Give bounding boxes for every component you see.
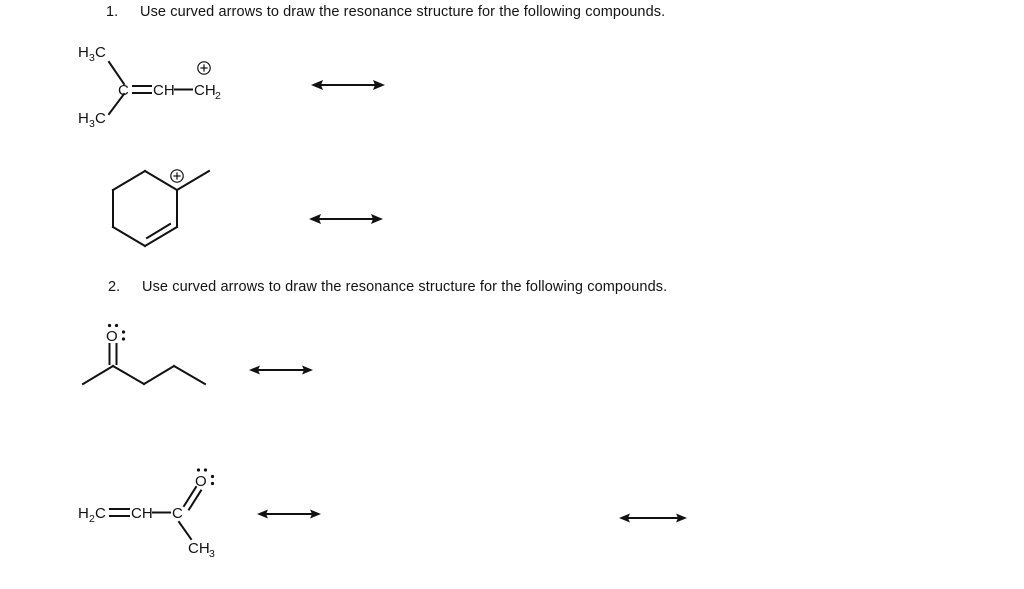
structure-methyl-vinyl-ketone: H 2 C CH C O CH 3 [72, 466, 237, 560]
bond-methyl-top [107, 60, 126, 86]
arrowhead-right-icon [302, 365, 313, 375]
label-h3c-top-c: C [95, 44, 106, 61]
resonance-arrow-4 [256, 505, 322, 523]
resonance-arrow-3 [248, 361, 314, 379]
label-h3c-bottom: H [78, 110, 89, 127]
structure-methylcyclohexenyl-cation [105, 158, 230, 253]
ring-bond-1 [111, 169, 147, 192]
bond-c2-c3 [111, 364, 146, 386]
question-1-text: Use curved arrows to draw the resonance … [140, 4, 666, 20]
label-h3c-bottom-sub: 3 [89, 118, 95, 130]
label-oxygen: O [195, 473, 207, 490]
resonance-arrow-5 [618, 509, 688, 527]
label-h2c-sub: 2 [89, 513, 95, 525]
structure-pentan-2-one: O [78, 322, 223, 397]
label-h3c-top: H [78, 44, 89, 61]
lone-pair-dot [203, 468, 208, 472]
arrowhead-left-icon [309, 214, 321, 224]
lone-pair-dot [121, 330, 126, 334]
lone-pair-dot [196, 468, 201, 472]
arrowhead-right-icon [371, 214, 383, 224]
question-2-number: 2. [108, 279, 121, 295]
question-2-text: Use curved arrows to draw the resonance … [142, 279, 668, 295]
arrowhead-left-icon [619, 513, 630, 523]
arrowhead-left-icon [311, 80, 323, 90]
label-terminal-ch2-sub: 2 [215, 90, 221, 102]
arrowhead-right-icon [676, 513, 687, 523]
ring-double-bond-inner [145, 222, 172, 240]
question-2: 2. Use curved arrows to draw the resonanc… [108, 278, 667, 296]
label-methyl-sub: 3 [209, 548, 215, 560]
arrowhead-right-icon [310, 509, 321, 519]
bond-c4-c5 [172, 364, 207, 386]
question-1-number: 1. [106, 4, 119, 20]
bond-c1-c2 [81, 364, 115, 386]
lone-pair-dot [210, 474, 215, 479]
label-terminal-ch2: CH [194, 82, 216, 99]
lone-pair-dot [210, 481, 215, 486]
ring-bond-3 [111, 225, 147, 248]
arrowhead-left-icon [249, 365, 260, 375]
label-central-carbon: C [118, 82, 129, 99]
bond-carbonyl-left [182, 485, 198, 508]
question-1: 1. Use curved arrows to draw the resonanc… [106, 3, 665, 21]
label-carbonyl-carbon: C [172, 505, 183, 522]
resonance-arrow-2 [308, 210, 384, 228]
arrowhead-right-icon [373, 80, 385, 90]
label-h3c-top-sub: 3 [89, 52, 95, 64]
bond-c3-c4 [142, 364, 176, 386]
charge-plus-icon [170, 169, 184, 183]
lone-pair-dot [114, 323, 119, 328]
ring-bond-4 [143, 225, 179, 248]
label-vinyl-ch: CH [153, 82, 175, 99]
label-oxygen: O [106, 328, 118, 345]
bond-methyl-bottom [107, 92, 126, 116]
structure-allylic-cation-dimethyl: H 3 C H 3 C C CH CH 2 [70, 40, 260, 135]
bond-carbonyl-right [187, 489, 203, 511]
lone-pair-dot [107, 323, 112, 328]
charge-plus-icon [197, 61, 211, 75]
lone-pair-dot [121, 337, 126, 341]
label-h2c: H [78, 505, 89, 522]
resonance-arrow-1 [310, 76, 386, 94]
label-methyl: CH [188, 540, 210, 557]
bond-carbonyl-methyl [177, 520, 193, 541]
arrowhead-left-icon [257, 509, 268, 519]
label-h2c-c: C [95, 505, 106, 522]
label-h3c-bottom-c: C [95, 110, 106, 127]
ring-bond-6 [143, 169, 179, 192]
bond-methyl-substituent [175, 169, 211, 192]
label-vinyl-ch: CH [131, 505, 153, 522]
